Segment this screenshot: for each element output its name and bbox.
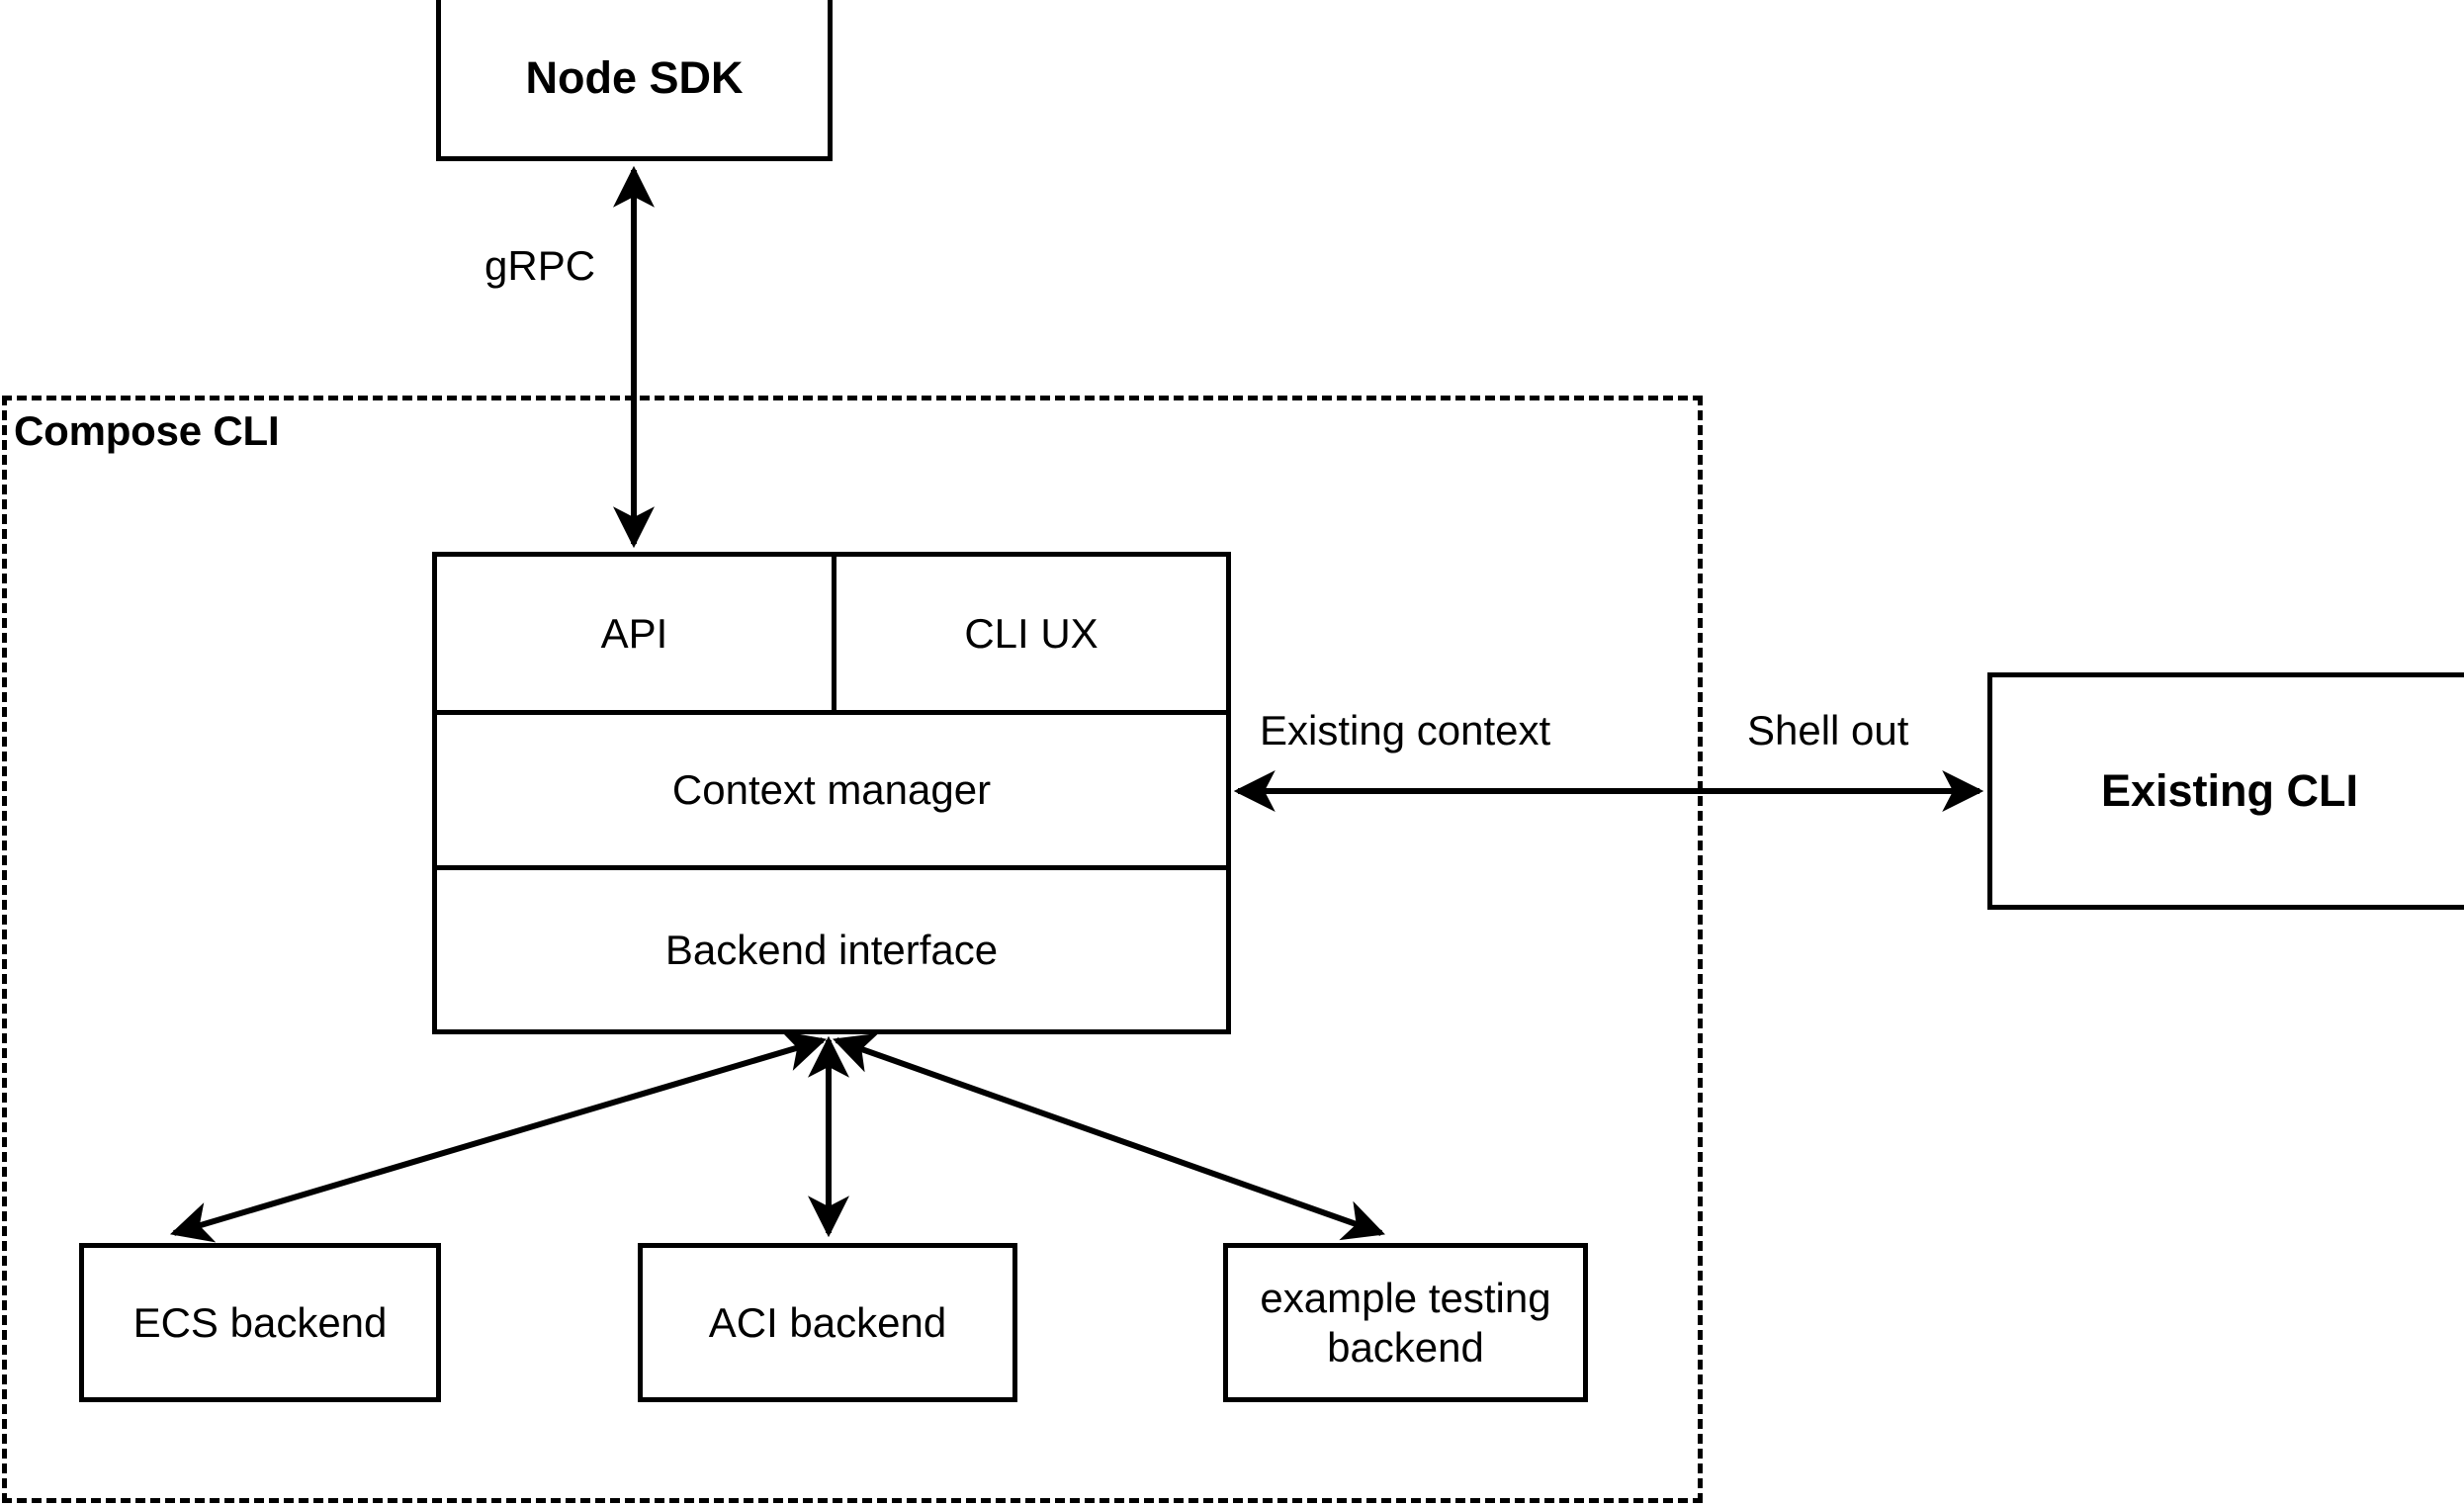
edge-label-existing-context: Existing context (1260, 707, 1551, 754)
node-label-backend-interface: Backend interface (664, 926, 999, 973)
node-box-existing-cli[interactable]: Existing CLI (1987, 672, 2464, 910)
node-label-existing-cli: Existing CLI (2100, 765, 2359, 817)
node-label-ecs-backend: ECS backend (132, 1298, 388, 1346)
node-label-cli-ux: CLI UX (964, 609, 1099, 657)
edge-label-shell-out: Shell out (1747, 707, 1909, 754)
node-box-cli-ux[interactable]: CLI UX (836, 557, 1226, 710)
node-box-context-manager[interactable]: Context manager (437, 715, 1226, 870)
node-label-node-sdk: Node SDK (525, 52, 744, 104)
node-label-api: API (600, 609, 668, 657)
node-label-context-manager: Context manager (671, 766, 992, 813)
node-label-example-testing-backend: example testing backend (1260, 1274, 1551, 1371)
node-stack-compose-cli-core: API CLI UX Context manager Backend inter… (432, 552, 1231, 1034)
edge-backend-example-testing-arrow (833, 1032, 1385, 1241)
edge-label-grpc: gRPC (484, 242, 596, 289)
node-box-backend-interface[interactable]: Backend interface (437, 870, 1226, 1029)
edge-backend-ecs-arrow (169, 1030, 828, 1243)
group-label-compose-cli: Compose CLI (14, 407, 280, 454)
node-box-aci-backend[interactable]: ACI backend (638, 1243, 1017, 1402)
node-box-node-sdk[interactable]: Node SDK (436, 0, 833, 161)
node-label-aci-backend: ACI backend (708, 1298, 947, 1346)
stack-row-api-cliux: API CLI UX (437, 557, 1226, 715)
group-boundary-compose-cli (2, 396, 1703, 1503)
node-box-api[interactable]: API (437, 557, 836, 710)
node-box-ecs-backend[interactable]: ECS backend (79, 1243, 441, 1402)
node-box-example-testing-backend[interactable]: example testing backend (1223, 1243, 1588, 1402)
